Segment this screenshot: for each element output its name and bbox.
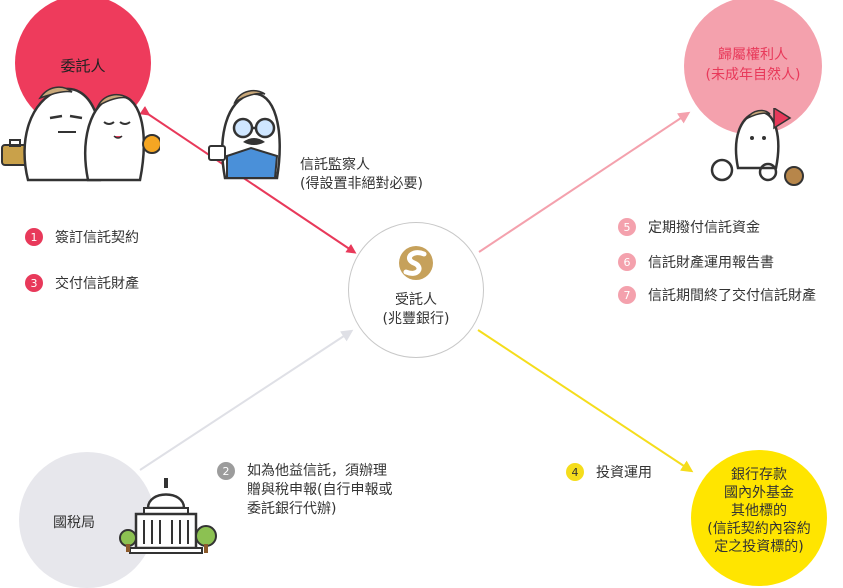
investment-label: 銀行存款 國內外基金 其他標的 (信託契約內容約 定之投資標的) <box>691 466 827 556</box>
arrow-tax-trustee <box>139 329 354 471</box>
step-6-number: 6 <box>618 253 636 271</box>
step-2-line-1: 如為他益信託，須辦理 <box>247 463 387 479</box>
step-2-line-2: 贈與稅申報(自行申報或 <box>247 482 393 498</box>
trustee-node <box>348 222 484 358</box>
investment-line-4: (信託契約內容約 <box>707 521 811 537</box>
step-1-number: 1 <box>25 228 43 246</box>
step-6-text: 信託財產運用報告書 <box>648 255 774 271</box>
tax-bureau-label: 國稅局 <box>53 515 95 531</box>
step-5-number: 5 <box>618 218 636 236</box>
step-7-text: 信託期間終了交付信託財產 <box>648 288 816 304</box>
beneficiary-mascot-icon <box>710 108 804 186</box>
step-1: 1 簽訂信託契約 <box>25 227 139 247</box>
step-4: 4 投資運用 <box>566 462 652 482</box>
trustee-title: 受託人 <box>395 292 437 308</box>
step-4-number: 4 <box>566 463 584 481</box>
settlor-label: 委託人 <box>60 57 106 75</box>
beneficiary-label: 歸屬權利人 (未成年自然人) <box>684 45 822 85</box>
step-5-text: 定期撥付信託資金 <box>648 220 760 236</box>
arrow-settlor-trustee <box>139 105 357 254</box>
investment-line-5: 定之投資標的) <box>714 539 804 555</box>
investment-line-1: 銀行存款 <box>731 467 787 483</box>
supervisor-mascot-icon <box>208 89 281 180</box>
step-3-text: 交付信託財產 <box>55 276 139 292</box>
beneficiary-subtitle: (未成年自然人) <box>705 67 801 83</box>
step-5: 5 定期撥付信託資金 <box>618 217 760 237</box>
supervisor-note: (得設置非絕對必要) <box>300 176 423 192</box>
step-7: 7 信託期間終了交付信託財產 <box>618 285 816 305</box>
step-4-text: 投資運用 <box>596 465 652 481</box>
settlor-mascots-icon <box>1 86 160 182</box>
step-1-text: 簽訂信託契約 <box>55 230 139 246</box>
beneficiary-title: 歸屬權利人 <box>718 47 788 63</box>
arrow-trustee-beneficiary <box>478 111 691 253</box>
trustee-subtitle: (兆豐銀行) <box>382 311 450 327</box>
capitol-building-icon <box>119 478 217 554</box>
arrow-trustee-investment <box>477 329 694 473</box>
step-3: 3 交付信託財產 <box>25 273 139 293</box>
step-7-number: 7 <box>618 286 636 304</box>
mega-bank-logo-icon <box>399 246 433 280</box>
step-6: 6 信託財產運用報告書 <box>618 252 774 272</box>
step-2: 2 如為他益信託，須辦理 贈與稅申報(自行申報或 委託銀行代辦) <box>217 462 392 519</box>
supervisor-title: 信託監察人 <box>300 157 370 173</box>
supervisor-label: 信託監察人 (得設置非絕對必要) <box>300 156 423 194</box>
step-3-number: 3 <box>25 274 43 292</box>
step-2-line-3: 委託銀行代辦) <box>247 501 337 517</box>
investment-node <box>691 450 827 586</box>
trustee-label: 受託人 (兆豐銀行) <box>348 291 484 329</box>
tax-bureau-node <box>19 452 155 588</box>
investment-line-3: 其他標的 <box>731 503 787 519</box>
step-2-number: 2 <box>217 462 235 480</box>
investment-line-2: 國內外基金 <box>724 485 794 501</box>
